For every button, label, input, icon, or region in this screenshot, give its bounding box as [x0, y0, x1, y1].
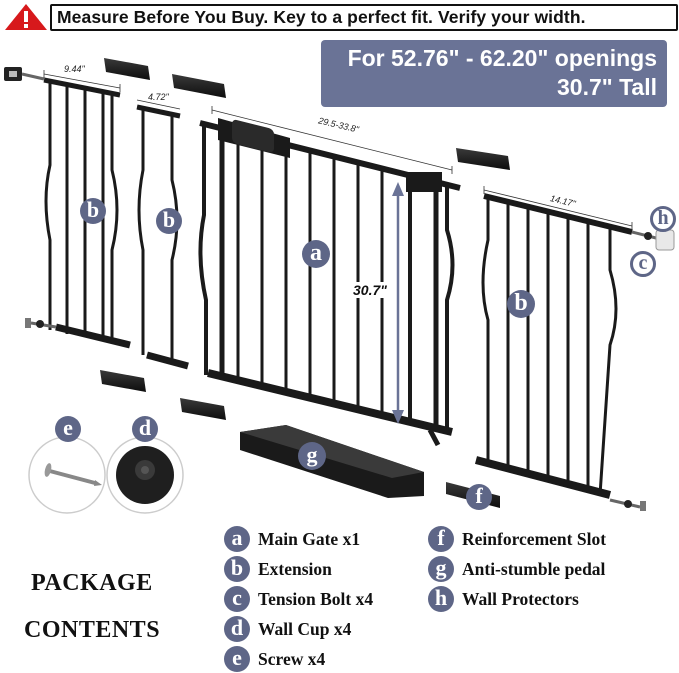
legend-badge: c: [224, 586, 250, 612]
legend-badge: d: [224, 616, 250, 642]
part-badge-screw: e: [55, 416, 81, 442]
legend-label: Wall Protectors: [462, 588, 579, 609]
dimension-label-extension-small: 4.72": [148, 92, 169, 102]
warning-triangle-icon: [5, 4, 47, 30]
legend-badge: e: [224, 646, 250, 672]
dimension-label-extension-large: 9.44": [64, 64, 85, 74]
legend-item-extension: b Extension: [224, 556, 332, 582]
legend-badge: h: [428, 586, 454, 612]
legend-item-main-gate: a Main Gate x1: [224, 526, 360, 552]
part-badge-extension-left: b: [80, 198, 106, 224]
dimension-extension-large: [43, 70, 121, 92]
legend-label: Anti-stumble pedal: [462, 558, 606, 579]
extension-right: [474, 193, 633, 499]
part-badge-extension-small: b: [156, 208, 182, 234]
anti-stumble-pedal: [240, 425, 424, 498]
gate-handle: [218, 118, 290, 158]
wall-protector-right: [655, 229, 675, 251]
part-badge-reinforcement-slot: f: [466, 484, 492, 510]
dimension-main-gate: [211, 106, 453, 174]
legend-badge: f: [428, 526, 454, 552]
part-badge-wall-protector: h: [650, 206, 676, 232]
legend-label: Wall Cup x4: [258, 618, 352, 639]
legend-label: Main Gate x1: [258, 528, 361, 549]
legend-label: Reinforcement Slot: [462, 528, 607, 549]
part-badge-wall-cup: d: [132, 416, 158, 442]
package-heading-line2: CONTENTS: [24, 617, 161, 643]
legend-item-wall-cup: d Wall Cup x4: [224, 616, 351, 642]
legend-item-reinforcement-slot: f Reinforcement Slot: [428, 526, 606, 552]
warning-banner: Measure Before You Buy. Key to a perfect…: [4, 3, 678, 31]
legend-item-pedal: g Anti-stumble pedal: [428, 556, 605, 582]
main-gate: [198, 120, 461, 447]
legend-label: Screw x4: [258, 648, 326, 669]
legend-badge: g: [428, 556, 454, 582]
height-label: 30.7": [352, 282, 388, 298]
legend-label: Tension Bolt x4: [258, 588, 374, 609]
legend-item-wall-protector: h Wall Protectors: [428, 586, 579, 612]
legend-badge: a: [224, 526, 250, 552]
opening-range: For 52.76" - 62.20" openings: [347, 45, 657, 71]
tension-bolt-right-bottom: [609, 498, 646, 511]
opening-size-box: For 52.76" - 62.20" openings 30.7" Tall: [321, 40, 667, 107]
screw-illustration: [28, 436, 106, 514]
wall-cup-illustration: [106, 436, 184, 514]
banner-text: Measure Before You Buy. Key to a perfect…: [50, 4, 678, 31]
dimension-extension-small: [136, 99, 181, 110]
gate-latch: [406, 172, 442, 192]
part-badge-pedal: g: [298, 442, 326, 470]
tension-bolt-left-bottom: [25, 318, 57, 329]
tension-bolt-left-top: [4, 67, 45, 81]
extension-small: [136, 104, 189, 370]
legend-label: Extension: [258, 558, 332, 579]
package-heading-line1: PACKAGE: [31, 570, 153, 596]
tension-bolt-right-top: [631, 230, 657, 240]
part-badge-extension-right: b: [507, 290, 535, 318]
legend-item-tension-bolt: c Tension Bolt x4: [224, 586, 373, 612]
dimension-extension-right: [483, 186, 633, 230]
height-arrow: [392, 182, 404, 424]
legend-item-screw: e Screw x4: [224, 646, 325, 672]
part-badge-tension-bolt: c: [630, 251, 656, 277]
part-badge-main-gate: a: [302, 240, 330, 268]
gate-height: 30.7" Tall: [557, 74, 657, 100]
legend-badge: b: [224, 556, 250, 582]
